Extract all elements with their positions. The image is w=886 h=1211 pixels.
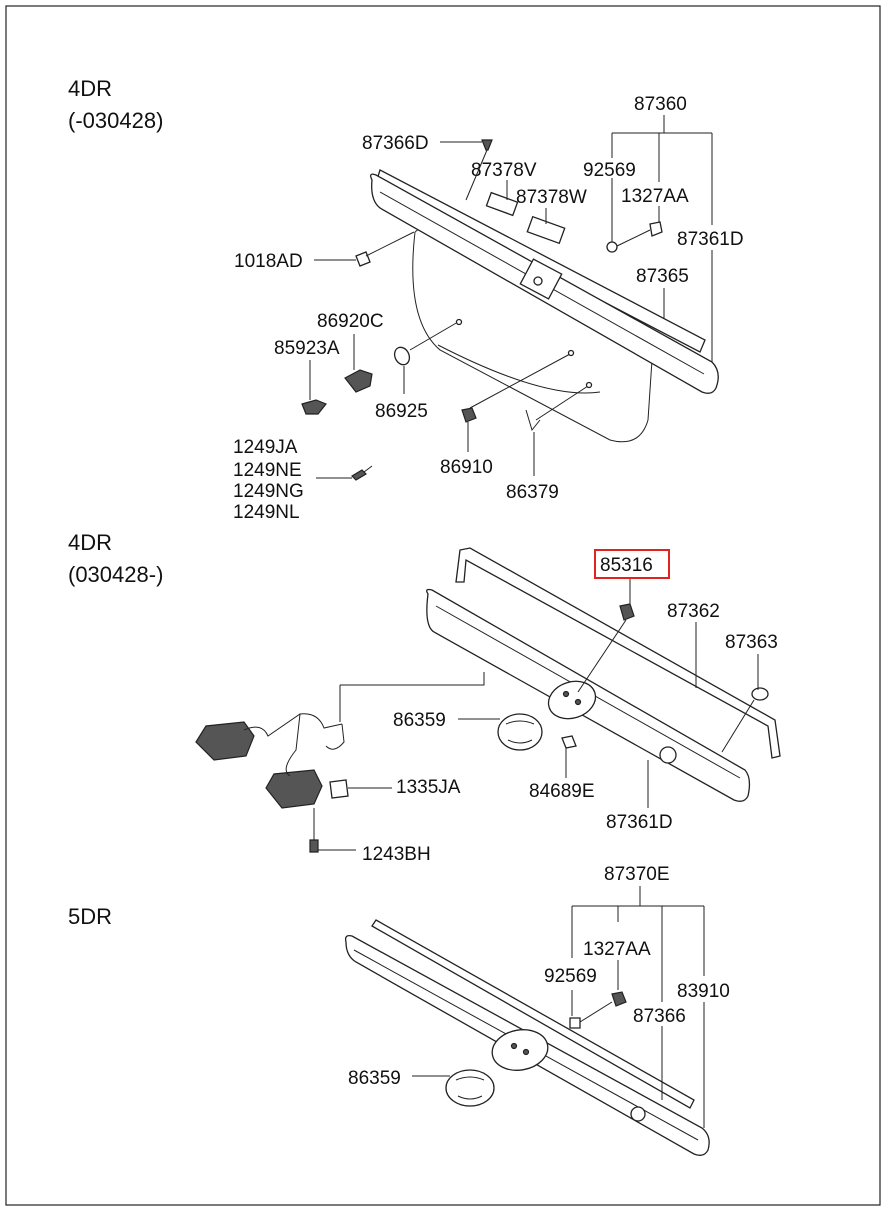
- label-87370E: 87370E: [604, 864, 670, 885]
- label-87365: 87365: [636, 266, 689, 287]
- key-hole-5dr: [630, 1106, 646, 1122]
- label-1249NE: 1249NE: [233, 460, 302, 481]
- grommet-87363: [751, 687, 769, 701]
- label-86920C: 86920C: [317, 311, 384, 332]
- label-86925: 86925: [375, 401, 428, 422]
- label-87366D: 87366D: [362, 133, 429, 154]
- label-86910: 86910: [440, 457, 493, 478]
- trunk-lid-outline: [412, 231, 653, 443]
- section-3-drawing: [344, 886, 710, 1156]
- bracket-86379: [525, 409, 541, 432]
- label-1327AA-a: 1327AA: [621, 186, 689, 207]
- label-plate-87378W: [526, 215, 566, 245]
- nut-92569-b: [569, 1017, 581, 1029]
- section-3-title: 5DR: [68, 904, 112, 929]
- label-85316: 85316: [600, 555, 653, 576]
- clip-86920C: [344, 369, 373, 393]
- grommet-86925: [393, 346, 411, 366]
- highlight-85316: [594, 549, 670, 579]
- label-87378W: 87378W: [516, 187, 587, 208]
- label-86379: 86379: [506, 482, 559, 503]
- label-92569-b: 92569: [544, 966, 597, 987]
- strip-87362: [455, 547, 781, 759]
- nut-1327AA-b: [611, 991, 627, 1007]
- label-1327AA-b: 1327AA: [583, 939, 651, 960]
- section-2-title: 4DR: [68, 530, 112, 555]
- label-87363: 87363: [725, 632, 778, 653]
- label-87362: 87362: [667, 601, 720, 622]
- wiring-harness: [243, 713, 345, 777]
- key-hole: [659, 746, 677, 764]
- label-87360: 87360: [634, 94, 687, 115]
- section-1-subtitle: (-030428): [68, 108, 163, 133]
- label-92569-a: 92569: [583, 160, 636, 181]
- section-1-title: 4DR: [68, 76, 112, 101]
- latch-actuator: [195, 721, 255, 761]
- label-87366: 87366: [633, 1006, 686, 1027]
- label-85923A: 85923A: [274, 338, 340, 359]
- nut-1327AA: [649, 221, 663, 237]
- emblem-86359-b: [445, 1069, 495, 1107]
- label-87361D-a: 87361D: [677, 229, 744, 250]
- strip-87366: [371, 919, 695, 1109]
- screw-1249: [351, 469, 367, 481]
- bolt-1243BH: [309, 839, 319, 853]
- label-86359-b: 86359: [348, 1068, 401, 1089]
- clip-85316: [619, 603, 635, 621]
- label-1335JA: 1335JA: [396, 777, 461, 798]
- bracket-1335JA: [329, 779, 349, 799]
- label-1249NL: 1249NL: [233, 502, 300, 523]
- label-1018AD: 1018AD: [234, 251, 303, 272]
- diagram-frame: [5, 5, 881, 1206]
- section-1-drawing: [301, 115, 719, 481]
- label-plate-87378V: [485, 191, 519, 217]
- label-1243BH: 1243BH: [362, 844, 431, 865]
- latch-lock: [265, 769, 323, 809]
- section-2-drawing: [195, 547, 781, 853]
- bolt-87366D: [481, 139, 493, 151]
- screw-1018AD: [355, 251, 371, 267]
- label-1249JA: 1249JA: [233, 437, 298, 458]
- nut-86910: [461, 407, 477, 423]
- label-86359-a: 86359: [393, 710, 446, 731]
- emblem-seat: [547, 680, 597, 720]
- tag-84689E: [561, 735, 577, 749]
- section-2-subtitle: (030428-): [68, 562, 163, 587]
- label-87378V: 87378V: [471, 160, 537, 181]
- label-83910: 83910: [677, 981, 730, 1002]
- clip-85923A: [301, 399, 327, 415]
- emblem-seat-5dr: [491, 1029, 549, 1071]
- label-87361D-b: 87361D: [606, 812, 673, 833]
- emblem-86359-a: [497, 713, 543, 751]
- label-84689E: 84689E: [529, 781, 595, 802]
- label-1249NG: 1249NG: [233, 481, 304, 502]
- nut-92569: [606, 241, 618, 253]
